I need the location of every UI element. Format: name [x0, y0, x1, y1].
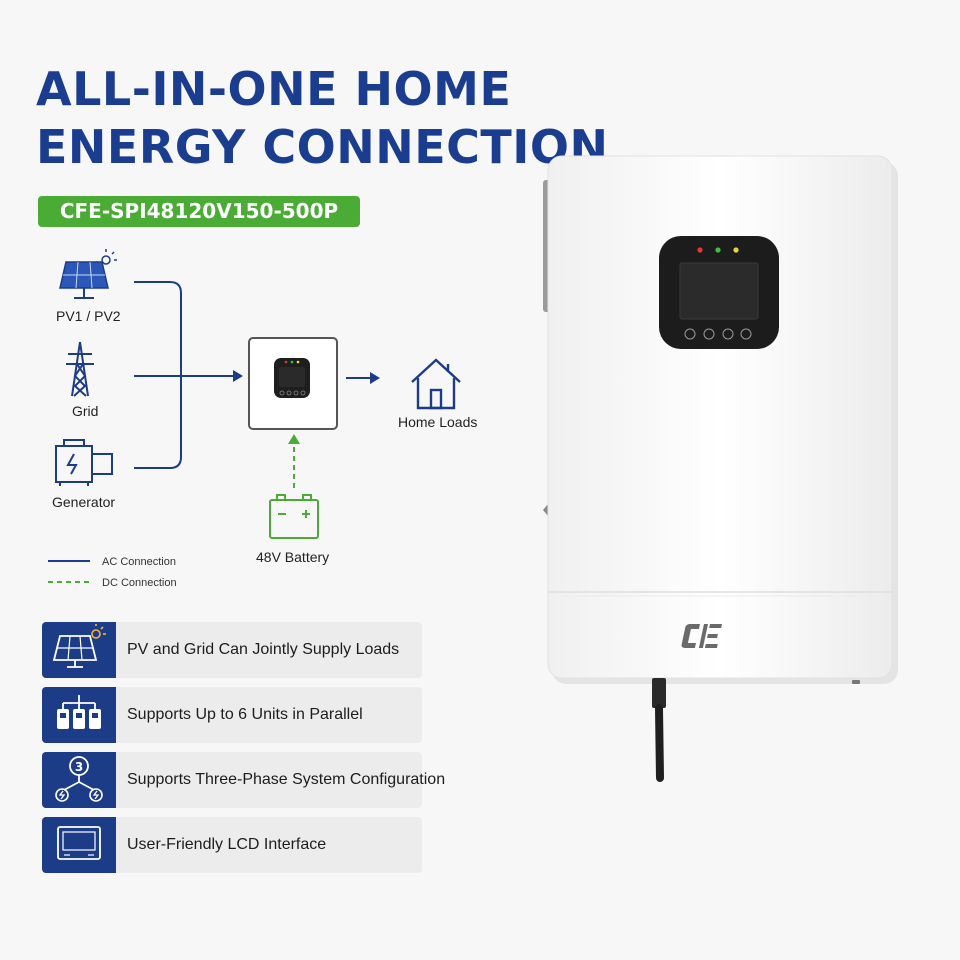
solar-panel-icon: [59, 249, 117, 299]
feature-lcd: User-Friendly LCD Interface: [42, 817, 422, 873]
lcd-screen-icon: [42, 817, 116, 873]
house-icon: [411, 358, 461, 410]
connection-diagram: AC Connection DC Connection: [48, 249, 461, 589]
power-tower-icon: [66, 341, 94, 397]
battery-icon: [269, 494, 319, 539]
legend-dc-label: DC Connection: [102, 577, 177, 589]
title-line-2: ENERGY CONNECTION: [36, 120, 609, 174]
arrow-from-battery: [288, 434, 300, 444]
inverter-product-image: [543, 155, 898, 782]
three-phase-icon: 3: [42, 752, 116, 808]
lcd-screen: [679, 262, 759, 320]
title-line-1: ALL-IN-ONE HOME: [36, 62, 512, 116]
feature-text: User-Friendly LCD Interface: [127, 836, 327, 853]
arrow-to-loads: [370, 372, 380, 384]
battery-label: 48V Battery: [256, 549, 330, 565]
parallel-units-icon: [42, 687, 116, 743]
source-label-grid: Grid: [72, 403, 99, 419]
feature-parallel: Supports Up to 6 Units in Parallel: [42, 687, 422, 743]
arrow-to-inverter: [233, 370, 243, 382]
source-label-pv: PV1 / PV2: [56, 308, 121, 324]
ac-lines: [134, 281, 372, 469]
model-badge: CFE-SPI48120V150-500P: [38, 196, 360, 227]
inverter-small-icon: [248, 337, 338, 430]
source-label-generator: Generator: [52, 494, 116, 510]
feature-text: PV and Grid Can Jointly Supply Loads: [127, 641, 400, 658]
feature-three-phase: 3 Supports Three-Phase System Configurat…: [42, 752, 445, 808]
feature-joint-supply: PV and Grid Can Jointly Supply Loads: [42, 622, 422, 678]
brand-logo: [681, 624, 722, 648]
legend-ac-label: AC Connection: [102, 556, 176, 568]
feature-text: Supports Three-Phase System Configuratio…: [127, 771, 446, 788]
svg-text:3: 3: [75, 760, 83, 774]
feature-text: Supports Up to 6 Units in Parallel: [127, 706, 363, 723]
page-title: ALL-IN-ONE HOME ENERGY CONNECTION: [36, 60, 608, 176]
home-loads-label: Home Loads: [398, 414, 478, 430]
legend: AC Connection DC Connection: [48, 556, 177, 589]
generator-icon: [55, 439, 113, 486]
solar-panel-icon: [42, 622, 116, 678]
